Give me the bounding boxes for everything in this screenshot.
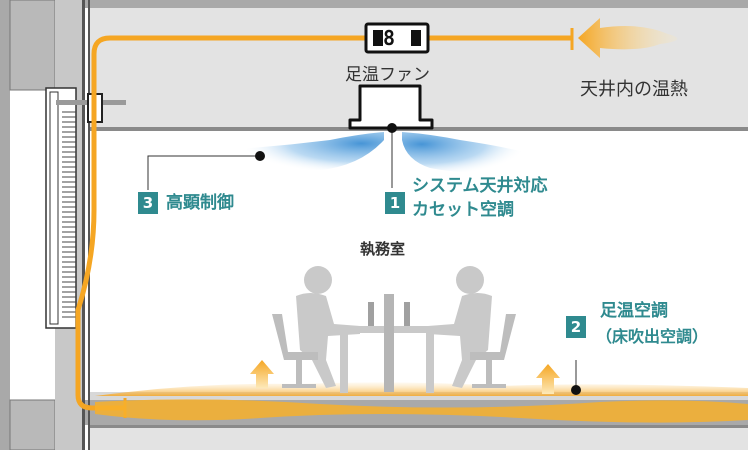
right-person-body (428, 293, 492, 388)
cassette-unit (348, 84, 434, 130)
wall-line (82, 0, 85, 450)
item-2-badge: 2 (566, 316, 586, 338)
upper-slab (82, 0, 748, 8)
floor-heat-band (95, 382, 748, 396)
desk-partition (384, 294, 394, 392)
foot-fan-label: 足温ファン (345, 65, 430, 85)
office-workers (272, 266, 516, 393)
window-glass (49, 91, 59, 325)
item-1-badge: 1 (385, 192, 405, 214)
leader-3 (147, 155, 260, 190)
item-2-line1: 足温空調 (600, 301, 668, 321)
left-person-body (296, 293, 360, 388)
underfloor-heat (95, 399, 748, 423)
warm-air-duct (75, 35, 572, 411)
item-1-line2: カセット空調 (412, 200, 514, 220)
fan-symbol: 8 (383, 26, 396, 50)
item-3-label: 高顕制御 (166, 193, 234, 213)
left-person-head (304, 266, 332, 294)
warm-rise-arrow-left (250, 360, 274, 388)
upper-spandrel (9, 0, 56, 91)
item-3-badge: 3 (138, 192, 158, 214)
right-person-head (456, 266, 484, 294)
cool-air-right (402, 132, 535, 173)
lower-ceiling (90, 425, 748, 450)
lower-spandrel (9, 399, 56, 450)
exterior-wall (0, 0, 10, 450)
room-label: 執務室 (360, 240, 406, 258)
blind-slats (62, 111, 76, 318)
item-2-line2: （床吹出空調） (596, 327, 709, 346)
cool-air-left (232, 132, 384, 171)
ceiling-heat-arrow (578, 18, 678, 58)
item-1-line1: システム天井対応 (412, 176, 548, 196)
warm-rise-arrow-right (536, 364, 560, 394)
ceiling-heat-label: 天井内の温熱 (580, 79, 688, 100)
